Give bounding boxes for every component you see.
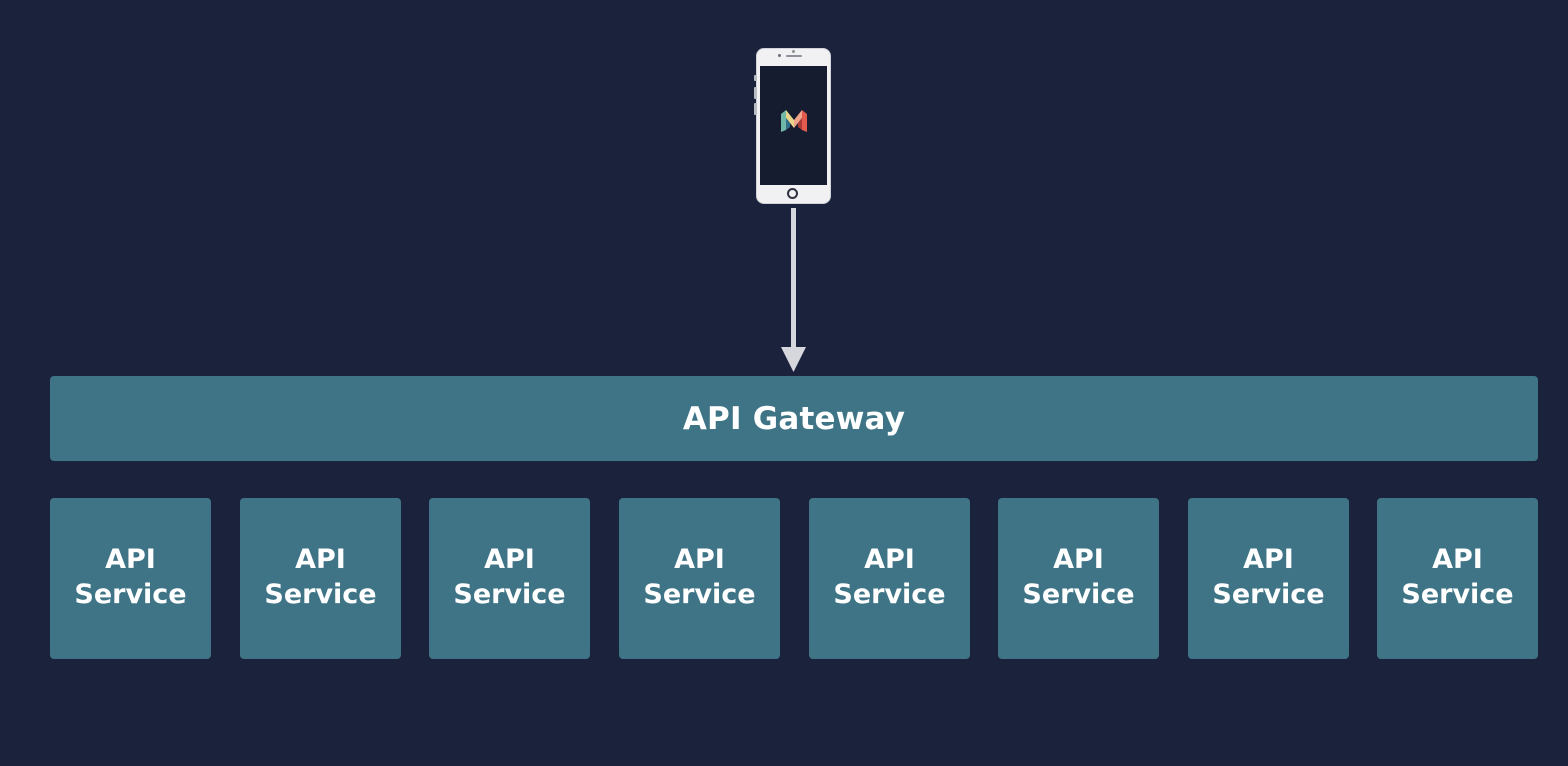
api-service-box: API Service (429, 498, 590, 659)
phone-client (754, 48, 831, 204)
phone-speaker (786, 55, 802, 57)
api-service-label: API Service (1401, 544, 1514, 610)
phone-volume-up (754, 87, 757, 99)
phone-home-button (787, 188, 798, 199)
api-gateway: API Gateway (50, 376, 1538, 461)
api-service-label: API Service (833, 544, 946, 610)
api-service-label: API Service (1022, 544, 1135, 610)
api-service-label: API Service (1212, 544, 1325, 610)
arrow-head (781, 347, 806, 372)
monzo-m-logo-icon (781, 110, 807, 132)
api-service-box: API Service (998, 498, 1159, 659)
api-service-box: API Service (1377, 498, 1538, 659)
api-gateway-label: API Gateway (682, 400, 906, 437)
api-service-label: API Service (453, 544, 566, 610)
api-service-box: API Service (619, 498, 780, 659)
arrow-shaft (791, 208, 796, 348)
phone-sensor (792, 50, 795, 53)
api-service-label: API Service (643, 544, 756, 610)
phone-mute-switch (754, 75, 757, 81)
api-service-label: API Service (74, 544, 187, 610)
api-service-label: API Service (264, 544, 377, 610)
phone-screen (760, 66, 827, 185)
api-service-box: API Service (50, 498, 211, 659)
phone-volume-down (754, 103, 757, 115)
phone-camera (778, 54, 781, 57)
api-service-box: API Service (809, 498, 970, 659)
api-service-box: API Service (240, 498, 401, 659)
api-service-box: API Service (1188, 498, 1349, 659)
